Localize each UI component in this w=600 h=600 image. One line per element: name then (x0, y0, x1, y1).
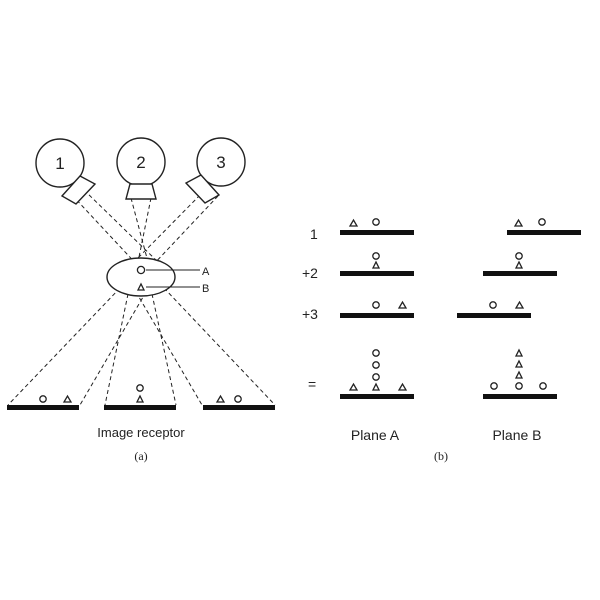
source-1-label: 1 (55, 154, 64, 173)
image-receptors (7, 384, 275, 410)
receptor-left (7, 405, 79, 410)
plane-b-bar-2 (483, 271, 557, 276)
row-label-3: +3 (302, 306, 318, 322)
plane-b-bar-sum (483, 394, 557, 399)
plane-a-bar-sum (340, 394, 414, 399)
receptor-right (203, 405, 275, 410)
projection-rays (7, 189, 276, 406)
plane-b-column: Plane B (457, 218, 581, 443)
image-receptor-label: Image receptor (97, 425, 185, 440)
source-3-label: 3 (216, 153, 225, 172)
row-label-1: 1 (310, 226, 318, 242)
caption-a: (a) (134, 449, 147, 463)
row-label-sum: = (308, 376, 316, 392)
xray-source-3: 3 (184, 137, 246, 204)
xray-source-2: 2 (116, 137, 166, 200)
plane-a-label: Plane A (351, 427, 400, 443)
object-ellipse: A B (106, 257, 210, 297)
plane-a-column: Plane A (340, 218, 414, 443)
xray-source-1: 1 (35, 138, 97, 205)
structure-a-circle (136, 265, 146, 275)
plane-b-bar-3 (457, 313, 531, 318)
row-label-2: +2 (302, 265, 318, 281)
receptor-center (104, 405, 176, 410)
object-label-a: A (202, 266, 210, 278)
plane-b-bar-1 (507, 230, 581, 235)
panel-a: 1 2 3 A B (7, 137, 276, 463)
plane-a-bar-2 (340, 271, 414, 276)
source-2-label: 2 (136, 153, 145, 172)
plane-b-label: Plane B (492, 427, 541, 443)
structure-b-triangle (136, 282, 146, 291)
object-label-b: B (202, 283, 209, 295)
caption-b: (b) (434, 449, 448, 463)
panel-b: 1 +2 +3 = Plane A (302, 218, 581, 463)
plane-a-bar-3 (340, 313, 414, 318)
plane-a-bar-1 (340, 230, 414, 235)
